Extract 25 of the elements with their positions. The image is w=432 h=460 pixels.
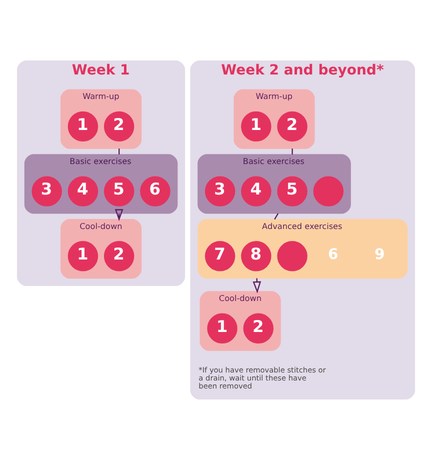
- connector: [274, 213, 279, 220]
- label: 9: [374, 246, 385, 264]
- node-circle: 3: [204, 176, 236, 206]
- arrow: [114, 209, 124, 222]
- node-circle: 4: [68, 176, 98, 206]
- node-circle: 1: [241, 111, 272, 142]
- label: 6: [328, 246, 338, 264]
- node-circle: 2: [104, 111, 134, 142]
- node-circle: 2: [277, 111, 308, 142]
- node-circle: 1: [207, 313, 238, 344]
- node-circle: 5: [277, 176, 308, 206]
- node-circle: 2: [243, 313, 274, 344]
- node-circle: [313, 176, 344, 206]
- node-circle: 1: [68, 111, 98, 142]
- node-circle: 2: [104, 241, 134, 272]
- connector: [292, 148, 293, 154]
- node-circle: 3: [32, 176, 62, 206]
- node-circle: 6: [140, 176, 170, 206]
- node-circle: 8: [241, 241, 272, 272]
- node-circle: [277, 241, 308, 272]
- node-circle: 1: [68, 241, 98, 272]
- node-circle: 5: [104, 176, 134, 206]
- node-circle: 4: [241, 176, 272, 206]
- label: *If you have removable stitches or a drain, wait until these have been removed: [198, 365, 326, 390]
- node-circle: 7: [204, 241, 236, 272]
